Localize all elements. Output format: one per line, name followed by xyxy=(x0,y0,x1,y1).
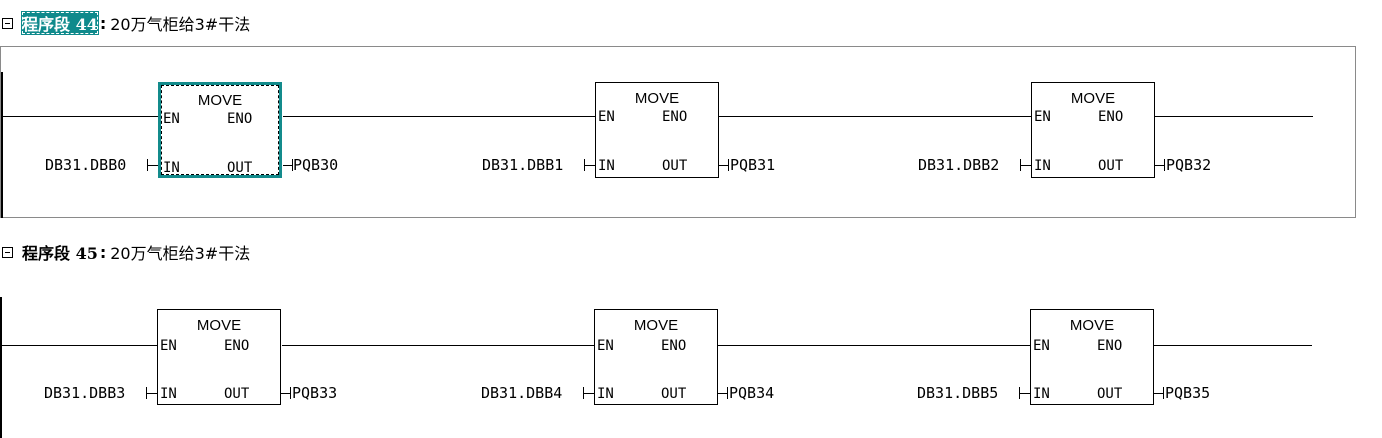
out-pin: OUT xyxy=(224,386,250,402)
out-wire xyxy=(1155,165,1165,166)
en-pin: EN xyxy=(1034,109,1051,125)
eno-pin: ENO xyxy=(1097,338,1123,354)
out-wire-tick xyxy=(290,387,291,399)
in-pin: IN xyxy=(597,386,614,402)
out-wire-tick xyxy=(292,159,293,171)
power-flow-line xyxy=(282,345,594,346)
collapse-icon[interactable] xyxy=(2,246,13,258)
power-flow-line xyxy=(3,116,159,117)
move-block-5[interactable]: MOVE EN ENO IN OUT xyxy=(594,309,718,405)
power-flow-line xyxy=(719,116,1031,117)
power-flow-line xyxy=(718,345,1030,346)
out-operand[interactable]: PQB31 xyxy=(730,156,776,174)
block-title: MOVE xyxy=(1070,90,1116,107)
network-label-colon: : xyxy=(99,242,107,262)
move-block-2[interactable]: MOVE EN ENO IN OUT xyxy=(595,82,719,178)
move-block-4[interactable]: MOVE EN ENO IN OUT xyxy=(157,309,281,405)
in-pin: IN xyxy=(1034,158,1051,174)
eno-pin: ENO xyxy=(661,338,687,354)
in-wire-tick xyxy=(583,387,584,399)
en-pin: EN xyxy=(1033,338,1050,354)
network-label[interactable]: 程序段 45 xyxy=(22,244,98,263)
power-flow-line xyxy=(1154,345,1312,346)
in-operand[interactable]: DB31.DBB5 xyxy=(917,384,999,402)
block-title: MOVE xyxy=(197,92,243,109)
en-pin: EN xyxy=(163,111,180,127)
collapse-icon[interactable] xyxy=(2,17,13,29)
eno-pin: ENO xyxy=(662,109,688,125)
out-pin: OUT xyxy=(227,160,253,176)
move-block-3[interactable]: MOVE EN ENO IN OUT xyxy=(1031,82,1155,178)
in-wire-tick xyxy=(147,159,148,171)
block-title: MOVE xyxy=(634,90,680,107)
power-flow-line xyxy=(2,345,158,346)
in-wire xyxy=(583,393,594,394)
in-pin: IN xyxy=(163,160,180,176)
out-wire xyxy=(281,393,291,394)
out-operand[interactable]: PQB33 xyxy=(292,384,338,402)
in-pin: IN xyxy=(598,158,615,174)
out-pin: OUT xyxy=(1097,386,1123,402)
en-pin: EN xyxy=(160,338,177,354)
in-pin: IN xyxy=(160,386,177,402)
in-operand[interactable]: DB31.DBB2 xyxy=(918,156,1000,174)
out-wire xyxy=(283,165,293,166)
out-wire-tick xyxy=(728,159,729,171)
power-rail xyxy=(1,72,3,218)
network-header-44[interactable]: 程序段 44 : 20万气柜给3#干法 xyxy=(0,10,250,36)
out-pin: OUT xyxy=(1098,158,1124,174)
eno-pin: ENO xyxy=(1098,109,1124,125)
block-title: MOVE xyxy=(1069,317,1115,334)
out-wire xyxy=(719,165,729,166)
en-pin: EN xyxy=(598,109,615,125)
move-block-1[interactable]: MOVE EN ENO IN OUT xyxy=(158,82,282,178)
out-wire xyxy=(718,393,728,394)
out-wire-tick xyxy=(1164,159,1165,171)
in-wire xyxy=(584,165,595,166)
out-wire-tick xyxy=(1163,387,1164,399)
in-wire-tick xyxy=(584,159,585,171)
block-title: MOVE xyxy=(196,317,242,334)
in-operand[interactable]: DB31.DBB3 xyxy=(44,384,126,402)
network-comment[interactable]: 20万气柜给3#干法 xyxy=(110,15,251,34)
network-body-45[interactable]: MOVE EN ENO IN OUT DB31.DBB3 PQB33 MOVE … xyxy=(0,274,1356,438)
eno-pin: ENO xyxy=(227,111,253,127)
in-wire xyxy=(147,165,158,166)
out-operand[interactable]: PQB34 xyxy=(729,384,775,402)
in-operand[interactable]: DB31.DBB4 xyxy=(481,384,563,402)
in-wire xyxy=(1019,393,1030,394)
out-operand[interactable]: PQB30 xyxy=(293,156,339,174)
in-wire xyxy=(146,393,157,394)
out-pin: OUT xyxy=(661,386,687,402)
in-wire-tick xyxy=(1020,159,1021,171)
network-header-45[interactable]: 程序段 45 : 20万气柜给3#干法 xyxy=(0,239,250,265)
out-pin: OUT xyxy=(662,158,688,174)
in-operand[interactable]: DB31.DBB1 xyxy=(482,156,564,174)
network-label-colon: : xyxy=(99,13,107,33)
move-block-6[interactable]: MOVE EN ENO IN OUT xyxy=(1030,309,1154,405)
in-wire xyxy=(1020,165,1031,166)
in-wire-tick xyxy=(146,387,147,399)
network-body-44[interactable]: MOVE EN ENO IN OUT DB31.DBB0 PQB30 MOVE … xyxy=(0,46,1356,218)
out-wire-tick xyxy=(727,387,728,399)
network-label[interactable]: 程序段 44 xyxy=(21,11,99,35)
block-title: MOVE xyxy=(633,317,679,334)
in-operand[interactable]: DB31.DBB0 xyxy=(45,156,127,174)
in-pin: IN xyxy=(1033,386,1050,402)
network-comment[interactable]: 20万气柜给3#干法 xyxy=(110,244,251,263)
eno-pin: ENO xyxy=(224,338,250,354)
power-rail xyxy=(0,297,2,438)
out-wire xyxy=(1154,393,1164,394)
power-flow-line xyxy=(283,116,595,117)
out-operand[interactable]: PQB35 xyxy=(1165,384,1211,402)
out-operand[interactable]: PQB32 xyxy=(1166,156,1212,174)
in-wire-tick xyxy=(1019,387,1020,399)
power-flow-line xyxy=(1155,116,1313,117)
en-pin: EN xyxy=(597,338,614,354)
